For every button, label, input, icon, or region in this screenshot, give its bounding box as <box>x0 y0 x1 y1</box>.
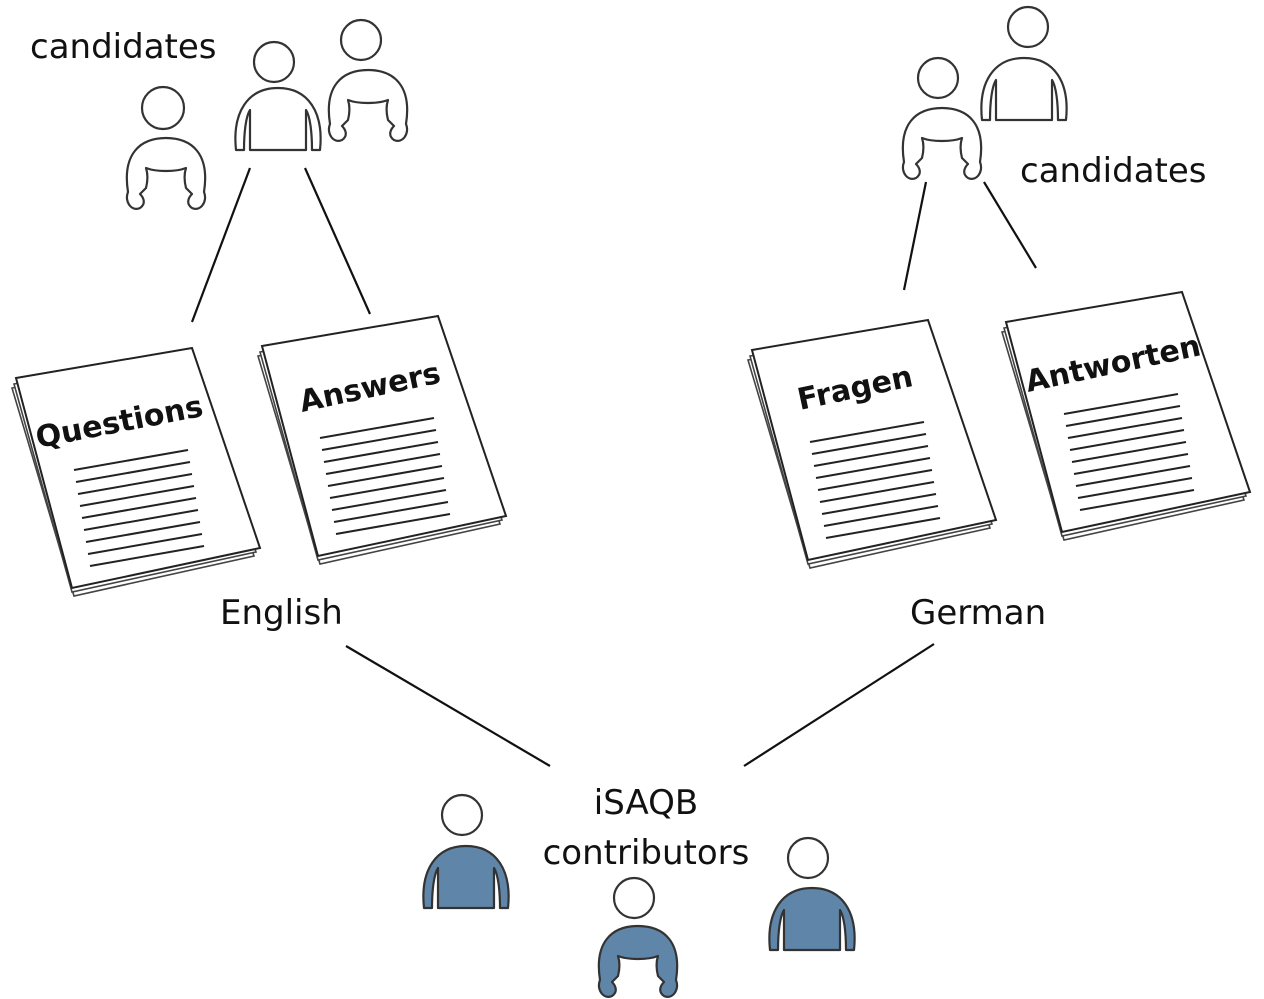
connector-candidates-questions <box>190 167 252 323</box>
connector-candidates-fragen <box>902 181 928 291</box>
document-antworten: Antworten <box>1001 291 1251 541</box>
language-label-german: German <box>910 593 1046 633</box>
candidate-person-5 <box>980 5 1068 122</box>
language-label-english: English <box>220 593 343 633</box>
connector-german-contributors <box>743 643 935 767</box>
document-fragen: Fragen <box>747 319 997 569</box>
connector-candidates-answers <box>303 167 372 315</box>
contributor-person-2 <box>597 876 679 999</box>
document-questions: Questions <box>11 347 261 597</box>
contributor-person-1 <box>422 793 510 910</box>
contributor-person-3 <box>768 836 856 952</box>
contributors-label-line1: iSAQB <box>594 783 698 823</box>
candidate-person-4 <box>901 56 983 181</box>
contributors-label-line2: contributors <box>543 833 750 873</box>
document-answers: Answers <box>257 315 507 565</box>
candidate-person-1 <box>125 85 207 211</box>
candidates-label-german: candidates <box>1020 151 1207 191</box>
connector-english-contributors <box>345 645 551 767</box>
candidate-person-3 <box>327 18 409 143</box>
candidates-label-english: candidates <box>30 27 217 67</box>
connector-candidates-antworten <box>983 181 1037 269</box>
candidate-person-2 <box>234 40 322 152</box>
